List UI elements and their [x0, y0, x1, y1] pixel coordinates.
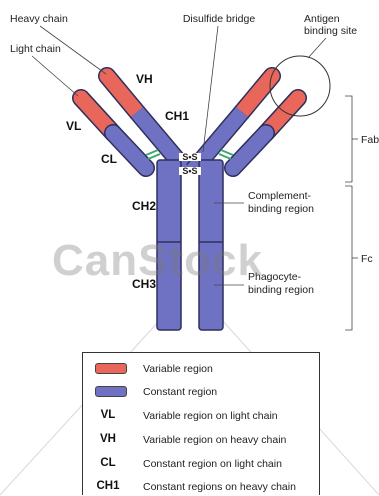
legend-variable-text: Variable region	[143, 363, 213, 375]
right-stem	[199, 160, 223, 330]
complement-label-1: Complement-	[248, 190, 312, 202]
legend-row-variable: Variable region	[83, 360, 319, 378]
light-chain-label: Light chain	[10, 43, 61, 55]
fab-bracket	[345, 96, 358, 182]
legend-vh-abbr: VH	[83, 433, 133, 445]
cl-label: CL	[101, 152, 117, 166]
heavy-chain-label: Heavy chain	[10, 13, 68, 25]
legend-ch1-abbr: CH1	[83, 480, 133, 492]
phagocyte-label-2: binding region	[248, 284, 314, 296]
ch1-label: CH1	[165, 109, 189, 123]
antigen-binding-site-label-1: Antigen	[304, 13, 340, 25]
legend-vl-abbr: VL	[83, 409, 133, 421]
fc-bracket	[345, 186, 358, 330]
fc-label: Fc	[361, 253, 373, 265]
legend-row-constant: Constant region	[83, 383, 319, 401]
constant-swatch	[95, 386, 127, 397]
disulfide-label-bottom: S•S	[182, 166, 197, 176]
complement-label-2: binding region	[248, 203, 314, 215]
phagocyte-label-1: Phagocyte-	[248, 271, 302, 283]
disulfide-bridge-label: Disulfide bridge	[183, 13, 256, 25]
ch3-label: CH3	[132, 277, 156, 291]
disulfide-bridge-top: S•S	[179, 152, 201, 162]
ch2-label: CH2	[132, 199, 156, 213]
antigen-binding-site-label-2: binding site	[304, 25, 357, 37]
legend-ch1-desc: Constant regions on heavy chain	[143, 481, 296, 493]
legend-row-vl: VL Variable region on light chain	[83, 407, 319, 425]
legend-vh-desc: Variable region on heavy chain	[143, 434, 286, 446]
legend: Variable region Constant region VL Varia…	[82, 352, 320, 495]
legend-row-ch1: CH1 Constant regions on heavy chain	[83, 478, 319, 496]
legend-row-vh: VH Variable region on heavy chain	[83, 431, 319, 449]
fab-label: Fab	[361, 134, 379, 146]
legend-row-cl: CL Constant region on light chain	[83, 455, 319, 473]
legend-cl-abbr: CL	[83, 457, 133, 469]
vh-label: VH	[136, 72, 153, 86]
variable-swatch	[95, 363, 127, 374]
disulfide-label-top: S•S	[182, 152, 197, 162]
left-stem	[157, 160, 181, 330]
vl-label: VL	[66, 119, 81, 133]
legend-constant-text: Constant region	[143, 386, 217, 398]
legend-vl-desc: Variable region on light chain	[143, 410, 278, 422]
legend-cl-desc: Constant region on light chain	[143, 458, 282, 470]
disulfide-bridge-bottom: S•S	[179, 166, 201, 176]
